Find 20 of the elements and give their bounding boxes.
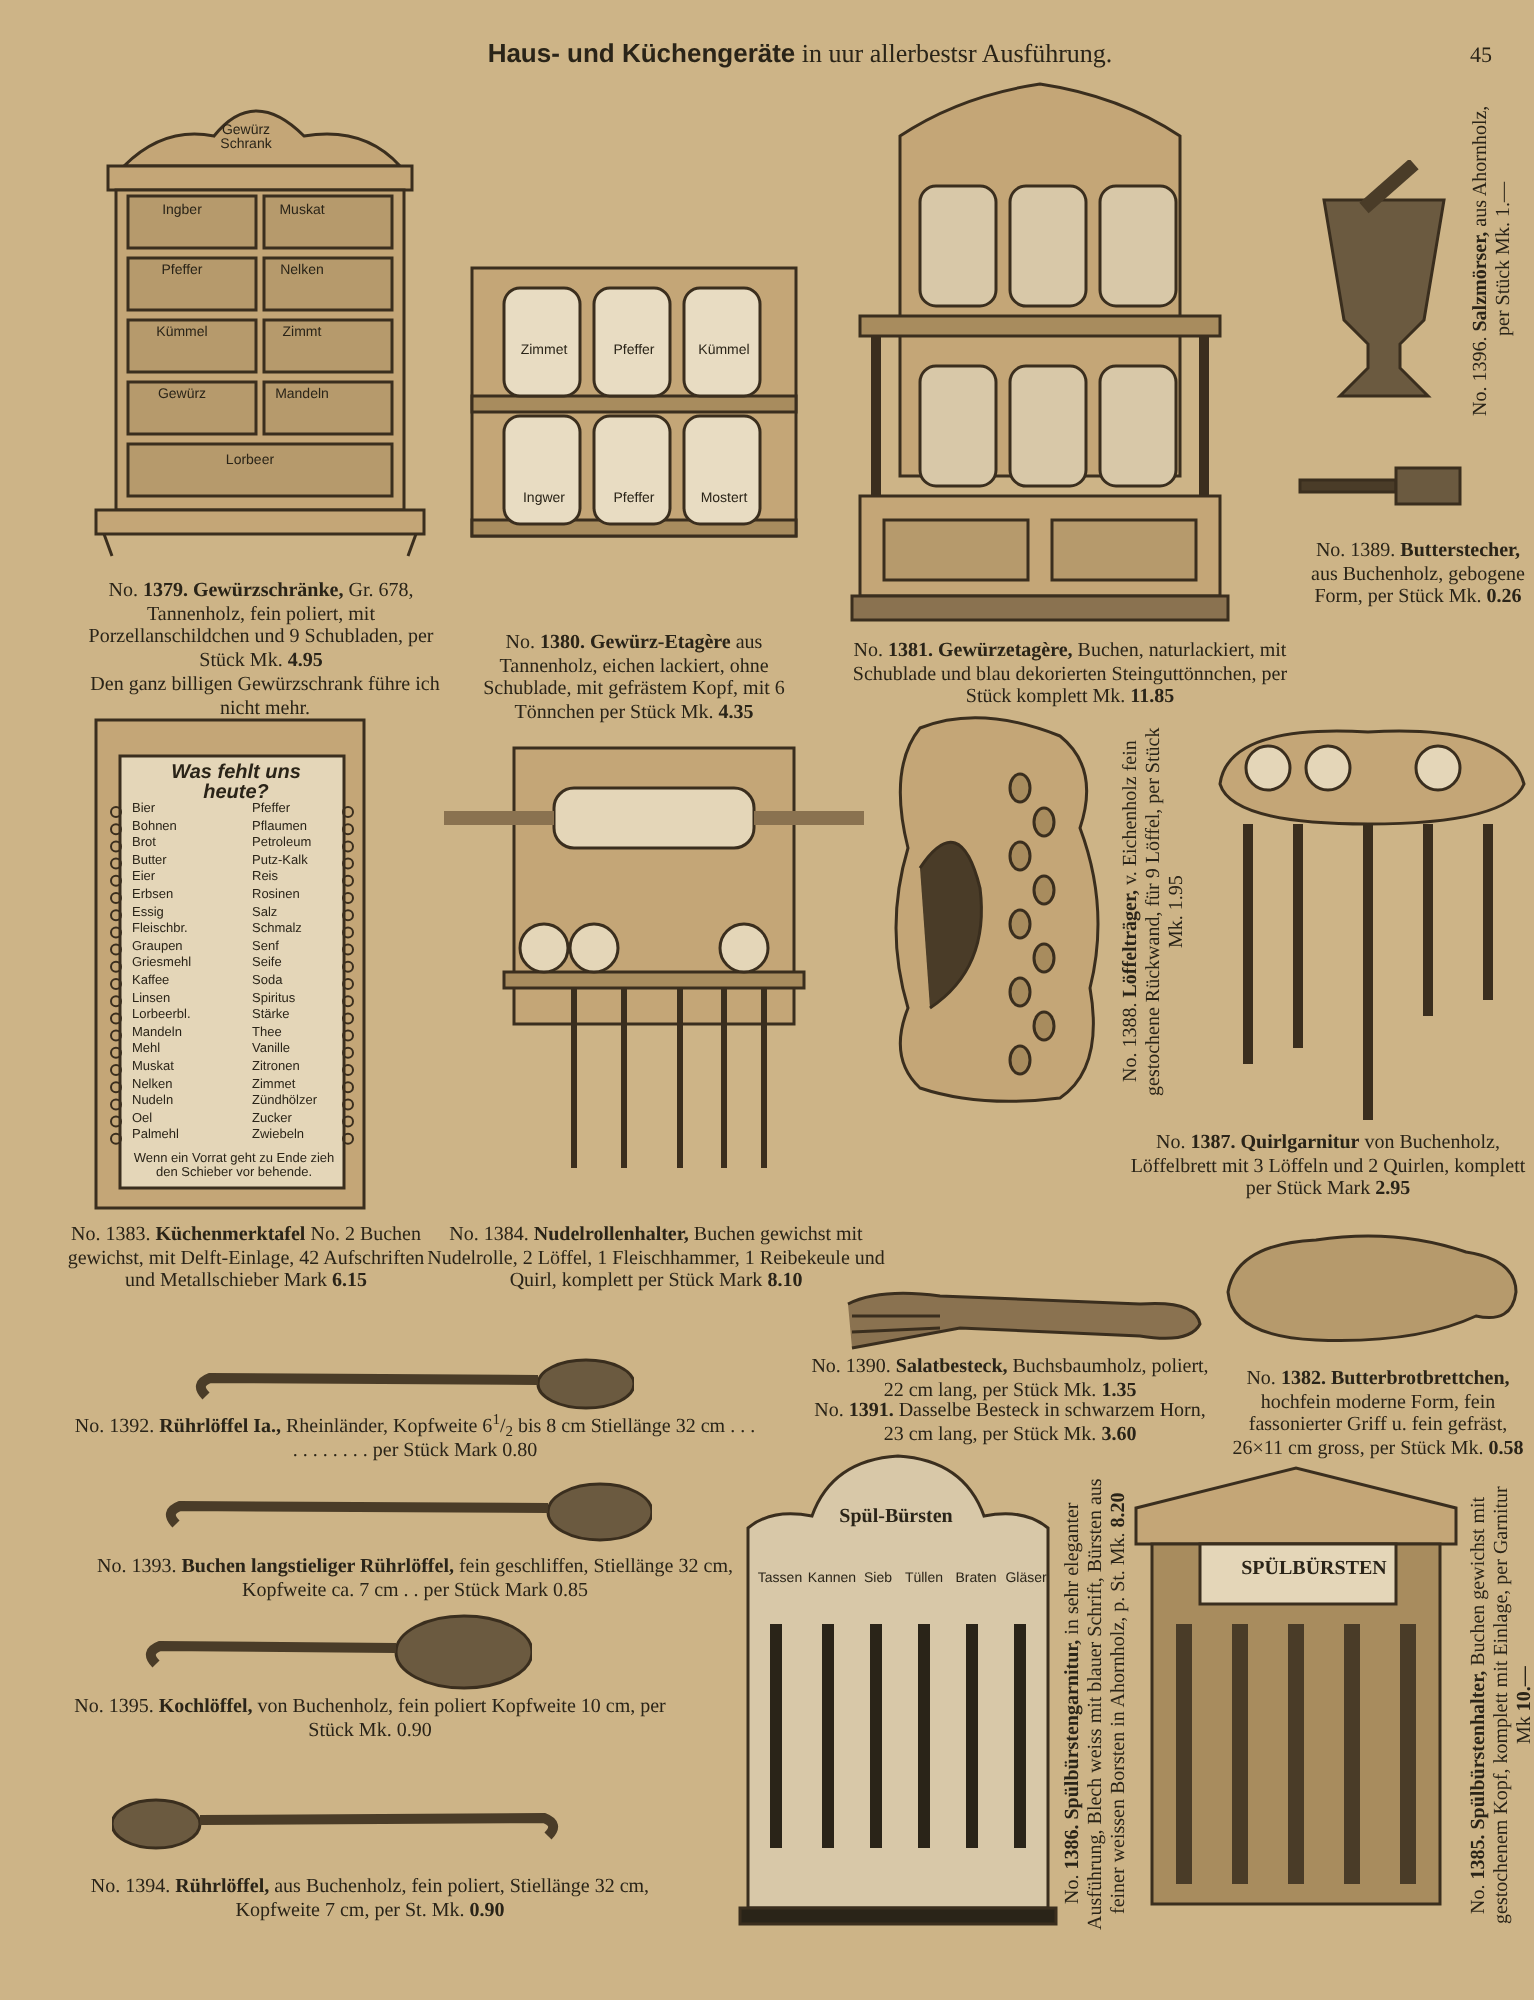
- item-caption: No. 1383. Küchenmerktafel No. 2 Buchen gewichst, mit Delft-Einlage, 42 Aufschriften und Metallschieber Mark 6.15: [66, 1224, 426, 1293]
- page-title: Haus- und Küchengeräte in uur allerbestsr Ausführung.: [485, 40, 1115, 66]
- item-caption: No. 1379. Gewürzschränke, Gr. 678, Tannenholz, fein poliert, mit Porzellanschildchen und 9 Schubladen, per Stück Mk. 4.95: [86, 580, 436, 672]
- item-caption: No. 1393. Buchen langstieliger Rührlöffel, fein geschliffen, Stiellänge 32 cm, Kopfweite ca. 7 cm . . per Stück Mark 0.85: [95, 1556, 735, 1602]
- item-note: Den ganz billigen Gewürzschrank führe ich nicht mehr.: [88, 674, 442, 720]
- sign-text: SPÜLBÜRSTEN: [1239, 1560, 1389, 1580]
- page-number: 45: [1470, 42, 1494, 72]
- item-caption: No. 1391. Dasselbe Besteck in schwarzem Horn, 23 cm lang, per Stück Mk. 3.60: [812, 1400, 1208, 1446]
- item-caption: No. 1382. Butterbrotbrettchen, hochfein moderne Form, fein fassonierter Griff u. fein gefräst, 26×11 cm gross, per Stück Mk. 0.58: [1230, 1368, 1526, 1460]
- sign-text: Spül-Bürsten: [837, 1508, 955, 1528]
- item-caption: No. 1395. Kochlöffel, von Buchenholz, fein poliert Kopfweite 10 cm, per Stück Mk. 0.90: [72, 1696, 668, 1742]
- item-caption: No. 1387. Quirlgarnitur von Buchenholz, Löffelbrett mit 3 Löffeln und 2 Quirlen, komplett per Stück Mark 2.95: [1128, 1132, 1528, 1201]
- board-heading: Was fehlt uns heute?: [169, 764, 303, 804]
- item-caption: No. 1381. Gewürzetagère, Buchen, naturlackiert, mit Schublade und blau dekorierten Steinguttönnchen, per Stück komplett Mk. 11.85: [850, 640, 1290, 709]
- item-caption: No. 1380. Gewürz-Etagère aus Tannenholz, eichen lackiert, ohne Schublade, mit gefrästem Kopf, mit 6 Tönnchen per Stück Mk. 4.35: [481, 632, 787, 724]
- item-caption: No. 1394. Rührlöffel, aus Buchenholz, fein poliert, Stiellänge 32 cm, Kopfweite 7 cm, per St. Mk. 0.90: [88, 1876, 652, 1922]
- item-caption: No. 1389. Butterstecher, aus Buchenholz, gebogene Form, per Stück Mk. 0.26: [1309, 540, 1527, 609]
- item-caption: No. 1384. Nudelrollenhalter, Buchen gewichst mit Nudelrolle, 2 Löffel, 1 Fleischhammer, 1 Reibekeule und Quirl, komplett per Stück Mark 8.10: [425, 1224, 887, 1293]
- item-caption: No. 1390. Salatbesteck, Buchsbaumholz, poliert, 22 cm lang, per Stück Mk. 1.35: [809, 1356, 1211, 1401]
- item-caption: No. 1392. Rührlöffel Ia., Rheinländer, Kopfweite 6$^{1}$/$_{2}$ bis 8 cm Stiellänge 32 cm . . . . . . . . . . . per Stück Mark 0.80: [72, 1416, 758, 1462]
